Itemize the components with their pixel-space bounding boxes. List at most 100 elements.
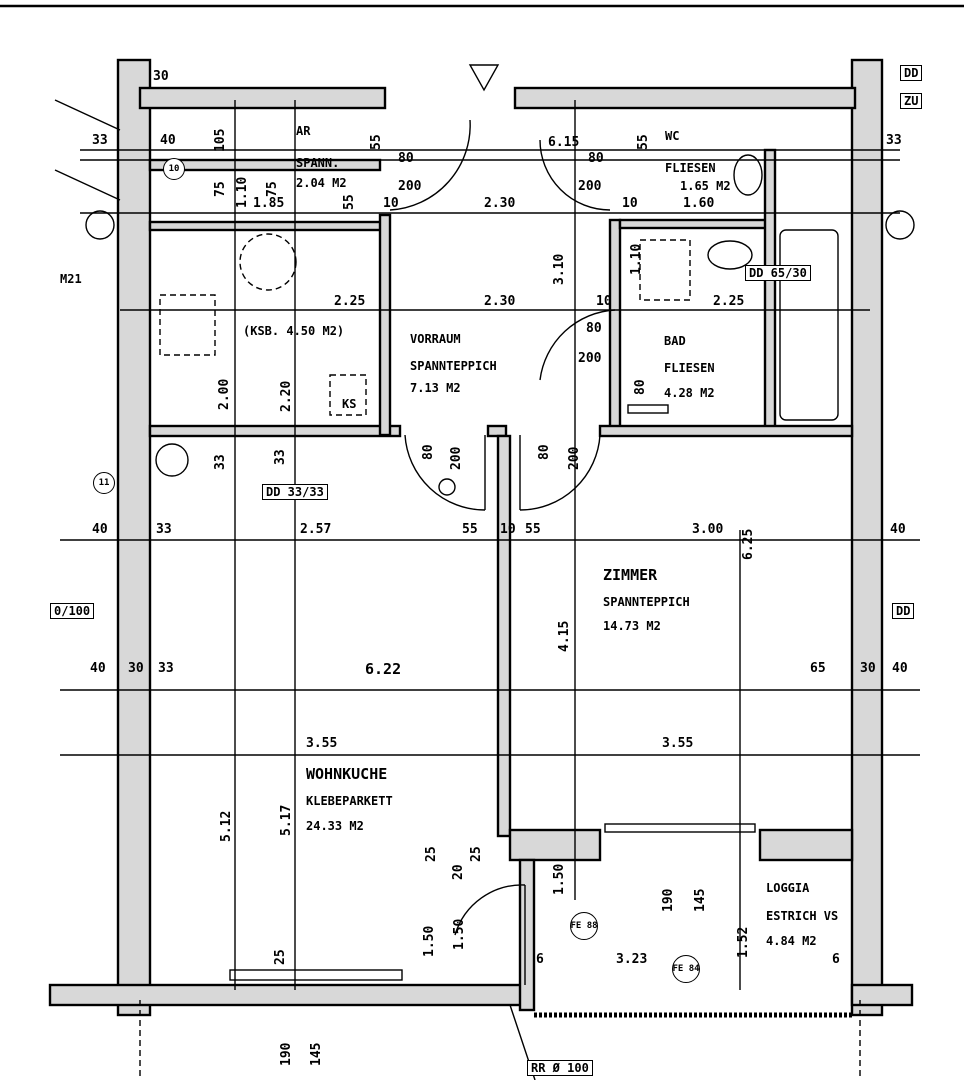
dim-415: 4.15 <box>557 620 572 652</box>
dim-33-a: 33 <box>213 454 228 470</box>
left-wall <box>116 58 152 1017</box>
wc-area: 1.65 M2 <box>680 179 731 193</box>
vorraum-floor: SPANNTEPPICH <box>410 359 497 373</box>
dim-25-c: 25 <box>273 949 288 965</box>
zimmer-name: ZIMMER <box>603 566 658 584</box>
dim-33-b: 33 <box>273 449 288 465</box>
ar-area: 2.04 M2 <box>296 176 347 190</box>
washer-icon <box>639 239 691 301</box>
vorraum-left-wall <box>378 213 392 437</box>
bad-right-wall <box>763 148 777 432</box>
zimmer-top-wall <box>598 424 854 438</box>
loggia-floor: ESTRICH VS <box>766 909 839 923</box>
bad-floor: FLIESEN <box>664 361 715 375</box>
wohnkuche-area: 24.33 M2 <box>306 819 364 833</box>
ks-outline <box>329 374 367 416</box>
door-arc-zimmer <box>519 434 601 511</box>
dim-75-b: 75 <box>265 181 280 197</box>
dim-185: 1.85 <box>253 196 285 211</box>
ksb-bottom-wall <box>148 424 402 438</box>
dim-55-wc: 55 <box>636 134 651 150</box>
door-arc-loggia <box>454 884 526 936</box>
ksb-top-wall <box>148 220 390 232</box>
dim-33-tl: 33 <box>92 133 108 148</box>
dim-200-wc: 200 <box>578 179 602 194</box>
dim-220: 2.20 <box>279 380 294 412</box>
ksb-label: (KSB. 4.50 M2) <box>243 324 345 338</box>
dim-190-a: 190 <box>661 888 676 912</box>
dim-625: 6.25 <box>741 528 756 560</box>
dim-30-r2: 30 <box>860 661 876 676</box>
washbasin-icon <box>707 240 753 270</box>
dim-355-l: 3.55 <box>306 736 338 751</box>
bottom-wall-left <box>48 983 532 1007</box>
dim-150-b: 1.50 <box>452 918 467 950</box>
dim-200-a: 200 <box>398 179 422 194</box>
shaft-left-icon <box>85 210 115 240</box>
dim-310: 3.10 <box>552 253 567 285</box>
dd-right-box: DD <box>892 603 915 619</box>
wc-name: WC <box>665 129 680 143</box>
m21-label: M21 <box>60 272 82 286</box>
sink-icon <box>239 233 297 291</box>
stove-icon <box>159 294 216 356</box>
loggia-name: LOGGIA <box>766 881 810 895</box>
dim-80-d2: 80 <box>537 444 552 460</box>
zimmer-floor: SPANNTEPPICH <box>603 595 690 609</box>
rr-label: RR Ø 100 <box>527 1060 593 1076</box>
dim-200-d1: 200 <box>449 446 464 470</box>
socket-icon <box>438 478 456 496</box>
dim-55-ar: 55 <box>369 134 384 150</box>
dim-30: 30 <box>153 69 169 84</box>
ar-floor: SPANN. <box>296 156 340 170</box>
loggia-top-wall-a <box>508 828 602 862</box>
dim-55-c: 55 <box>462 522 478 537</box>
dim-40-r2: 40 <box>892 661 908 676</box>
bottom-wall-right <box>850 983 914 1007</box>
wc-floor: FLIESEN <box>665 161 716 175</box>
dim-55b: 55 <box>342 194 357 210</box>
door-arc-kitchen <box>404 434 486 511</box>
wohnkuche-floor: KLEBEPARKETT <box>306 794 393 808</box>
dim-200-bad: 200 <box>578 351 602 366</box>
vorraum-name: VORRAUM <box>410 332 461 346</box>
top-wall-right <box>513 86 857 110</box>
kitchen-window-sill <box>229 969 403 981</box>
dim-257: 2.57 <box>300 522 332 537</box>
dim-10-c: 10 <box>500 522 516 537</box>
dim-20-a: 20 <box>451 864 466 880</box>
loggia-area: 4.84 M2 <box>766 934 817 948</box>
dim-110: 1.10 <box>235 176 250 208</box>
dim-33-l: 33 <box>156 522 172 537</box>
dim-80-bad2: 80 <box>633 379 648 395</box>
bathtub-icon <box>779 229 839 421</box>
dim-110-bad: 1.10 <box>629 243 644 275</box>
bad-name: BAD <box>664 334 686 348</box>
dim-40-r: 40 <box>890 522 906 537</box>
dim-152: 1.52 <box>736 926 751 958</box>
dim-40-l2: 40 <box>90 661 106 676</box>
vorraum-area: 7.13 M2 <box>410 381 461 395</box>
dim-33-l2: 33 <box>158 661 174 676</box>
dim-225-r: 2.25 <box>713 294 745 309</box>
dim-200-ksb: 2.00 <box>217 378 232 410</box>
dim-6-a: 6 <box>536 952 544 967</box>
dim-225-l: 2.25 <box>334 294 366 309</box>
dim-75-a: 75 <box>213 181 228 197</box>
door-arc-vorraum <box>389 119 471 211</box>
dim-80-d1: 80 <box>421 444 436 460</box>
dim-10-bad: 10 <box>596 294 612 309</box>
hall-stub <box>486 424 508 438</box>
ar-name: AR <box>296 124 311 138</box>
dim-10-wc: 10 <box>622 196 638 211</box>
bad-top-wall <box>618 218 772 230</box>
dim-160: 1.60 <box>683 196 715 211</box>
dim-6-b: 6 <box>832 952 840 967</box>
leader-1 <box>54 99 121 131</box>
toilet-icon <box>733 154 763 196</box>
leader-2 <box>54 169 121 201</box>
dim-80-bad: 80 <box>586 321 602 336</box>
dd-65-box: DD 65/30 <box>745 265 811 281</box>
dim-615: 6.15 <box>548 135 580 150</box>
dim-25-b: 25 <box>469 846 484 862</box>
